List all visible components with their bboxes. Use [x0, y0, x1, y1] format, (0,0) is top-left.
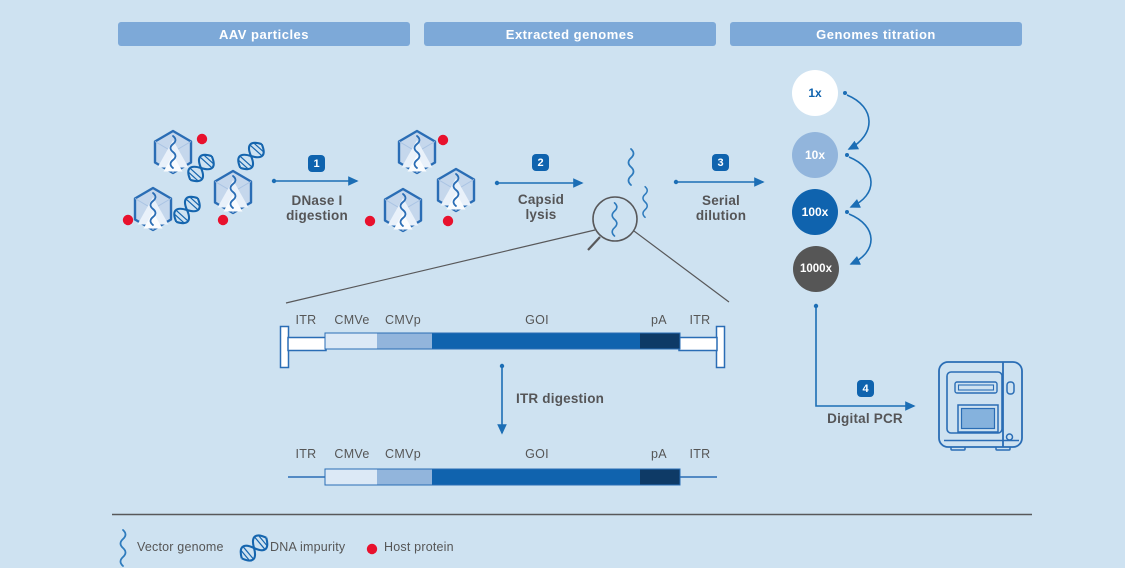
header-aav-particles: AAV particles — [118, 22, 410, 46]
construct-label-cmve: CMVe — [334, 313, 370, 327]
step-4-label: Digital PCR — [827, 411, 903, 426]
vector-genome-map-top — [279, 325, 726, 369]
magnifier-callout-lines — [285, 229, 730, 304]
aav-capsid-icon — [397, 129, 437, 175]
step-3-badge: 3 — [712, 154, 729, 171]
construct-label-cmvp: CMVp — [385, 447, 421, 461]
vector-genome-icon — [119, 529, 127, 567]
host-protein-icon — [366, 543, 378, 555]
aav-capsid-icon — [153, 129, 193, 175]
construct-label-itr-left: ITR — [295, 313, 317, 327]
digital-pcr-arrow — [813, 303, 916, 411]
dilution-arc-arrows — [843, 91, 872, 265]
dilution-circle-1x: 1x — [792, 70, 838, 116]
dna-impurity-icon — [235, 530, 273, 566]
aav-capsid-icon — [436, 167, 476, 213]
extracted-genomes-group — [587, 148, 648, 251]
vector-genome-icon — [642, 185, 648, 219]
construct-label-itr-left: ITR — [295, 447, 317, 461]
construct-label-cmvp: CMVp — [385, 313, 421, 327]
dilution-circle-1000x: 1000x — [793, 246, 839, 292]
vector-genome-icon — [627, 148, 635, 186]
step-1-badge: 1 — [308, 155, 325, 172]
dnase-digestion-arrow — [271, 176, 359, 186]
host-protein-icon — [122, 214, 134, 226]
construct-label-goi: GOI — [525, 447, 549, 461]
capsid-lysis-arrow — [494, 178, 584, 188]
vector-genome-map-bottom — [288, 468, 717, 486]
construct-label-pa: pA — [651, 447, 667, 461]
construct-label-goi: GOI — [525, 313, 549, 327]
aav-capsid-icon — [133, 186, 173, 232]
legend-vector-genome-label: Vector genome — [137, 540, 224, 554]
itr-digestion-label: ITR digestion — [516, 391, 605, 406]
construct-label-cmve: CMVe — [334, 447, 370, 461]
dilution-circle-10x: 10x — [792, 132, 838, 178]
step-2-label: Capsid lysis — [517, 192, 565, 222]
header-genomes-titration: Genomes titration — [730, 22, 1022, 46]
host-protein-icon — [196, 133, 208, 145]
host-protein-icon — [437, 134, 449, 146]
legend-dna-impurity-label: DNA impurity — [270, 540, 346, 554]
host-protein-icon — [442, 215, 454, 227]
host-protein-icon — [217, 214, 229, 226]
aav-capsid-icon — [213, 169, 253, 215]
legend-host-protein-label: Host protein — [384, 540, 454, 554]
header-extracted-genomes: Extracted genomes — [424, 22, 716, 46]
construct-label-itr-right: ITR — [689, 313, 711, 327]
serial-dilution-arrow — [673, 177, 765, 187]
step-1-label: DNase I digestion — [286, 193, 348, 223]
step-3-label: Serial dilution — [695, 193, 747, 223]
dna-impurity-icon — [169, 191, 205, 229]
construct-label-itr-right: ITR — [689, 447, 711, 461]
aav-capsid-icon — [383, 187, 423, 233]
itr-digestion-arrow — [497, 363, 507, 435]
construct-label-pa: pA — [651, 313, 667, 327]
dilution-circle-100x: 100x — [792, 189, 838, 235]
digital-pcr-instrument-icon — [938, 361, 1023, 451]
step-2-badge: 2 — [532, 154, 549, 171]
digested-particles-group — [364, 129, 476, 233]
aav-particles-group — [122, 129, 269, 232]
step-4-badge: 4 — [857, 380, 874, 397]
dna-impurity-icon — [233, 137, 269, 175]
magnifier-handle — [587, 236, 601, 251]
